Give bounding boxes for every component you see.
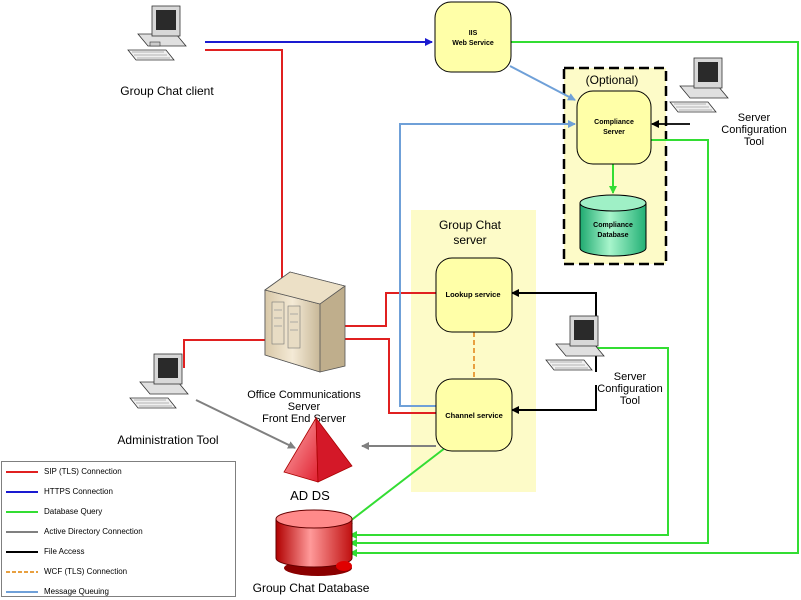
server-config-tool-mid-label-line1: Server	[614, 371, 647, 383]
legend-swatch	[6, 591, 38, 593]
compliance-server-label-line2: Server	[603, 129, 625, 136]
legend-label: File Access	[44, 547, 85, 556]
ad-admin-to-adds-line	[195, 399, 296, 449]
legend-label: WCF (TLS) Connection	[44, 567, 128, 576]
legend-swatch	[6, 571, 38, 573]
administration-tool-label: Administration Tool	[117, 433, 218, 447]
channel-service-node[interactable]: Channel service	[435, 378, 513, 452]
mq-channel-compliance-line	[399, 120, 576, 407]
compliance-db-label-line1: Compliance	[593, 222, 633, 229]
front-end-server-icon[interactable]	[264, 271, 346, 373]
legend-label: Message Queuing	[44, 587, 109, 596]
sip-frontend-channel-line	[345, 338, 436, 414]
ad-ds-label: AD DS	[290, 488, 330, 503]
iis-label-line1: IIS	[469, 30, 478, 37]
server-config-tool-top-computer-icon[interactable]	[669, 57, 729, 113]
legend-item: HTTPS Connection	[2, 484, 235, 500]
legend-swatch	[6, 531, 38, 533]
sip-client-frontend-line	[205, 49, 283, 285]
iis-web-service-node[interactable]: IIS Web Service	[434, 1, 512, 73]
legend-swatch	[6, 551, 38, 553]
server-config-tool-top-label-line2: Configuration	[721, 124, 786, 136]
legend-item: File Access	[2, 544, 235, 560]
server-config-tool-mid-label-line3: Tool	[620, 395, 640, 407]
sip-frontend-lookup-line	[345, 292, 436, 327]
group-chat-database-icon[interactable]	[275, 509, 353, 576]
legend-item: WCF (TLS) Connection	[2, 564, 235, 580]
sip-admin-frontend-line	[183, 339, 265, 368]
lookup-service-label: Lookup service	[445, 290, 500, 299]
group-chat-server-title-line2: server	[453, 233, 486, 247]
lookup-service-node[interactable]: Lookup service	[435, 257, 513, 333]
legend-item: SIP (TLS) Connection	[2, 464, 235, 480]
compliance-server-label-line1: Compliance	[594, 119, 634, 126]
legend-swatch	[6, 511, 38, 513]
administration-tool-computer-icon[interactable]	[129, 353, 189, 409]
mq-iis-compliance-line	[509, 65, 576, 101]
ad-ds-pyramid-icon[interactable]	[283, 416, 353, 483]
server-config-tool-mid-computer-icon[interactable]	[545, 315, 605, 371]
legend-swatch	[6, 491, 38, 493]
front-end-label-line1: Office Communications	[247, 389, 361, 401]
compliance-database-node[interactable]: Compliance Database	[579, 194, 647, 257]
server-config-tool-top-label-line1: Server	[738, 112, 771, 124]
legend-swatch	[6, 471, 38, 473]
channel-service-label: Channel service	[445, 411, 503, 420]
legend-label: Database Query	[44, 507, 103, 516]
iis-label-line2: Web Service	[452, 40, 494, 47]
compliance-db-label-line2: Database	[597, 232, 628, 239]
group-chat-client-computer-icon[interactable]	[127, 5, 187, 61]
front-end-label-line3: Front End Server	[262, 413, 346, 425]
legend-label: SIP (TLS) Connection	[44, 467, 122, 476]
group-chat-client-label: Group Chat client	[120, 84, 214, 98]
legend-item: Database Query	[2, 504, 235, 520]
group-chat-server-title-line1: Group Chat	[439, 218, 502, 232]
legend-item: Message Queuing	[2, 584, 235, 600]
db-channel-to-groupdb-line	[344, 447, 446, 526]
db-iis-to-groupdb-line	[349, 41, 799, 557]
group-chat-database-label: Group Chat Database	[253, 581, 370, 595]
file-configtool-to-channel-line	[511, 385, 597, 414]
db-compliance-to-groupdb-line	[349, 139, 709, 547]
server-config-tool-mid-label-line2: Configuration	[597, 383, 662, 395]
legend-label: HTTPS Connection	[44, 487, 113, 496]
compliance-server-node[interactable]: Compliance Server	[576, 90, 652, 165]
front-end-label-line2: Server	[288, 401, 321, 413]
optional-label: (Optional)	[586, 73, 639, 87]
db-configtool-to-groupdb-line	[349, 347, 669, 539]
legend-item: Active Directory Connection	[2, 524, 235, 540]
legend-label: Active Directory Connection	[44, 527, 143, 536]
server-config-tool-top-label-line3: Tool	[744, 136, 764, 148]
